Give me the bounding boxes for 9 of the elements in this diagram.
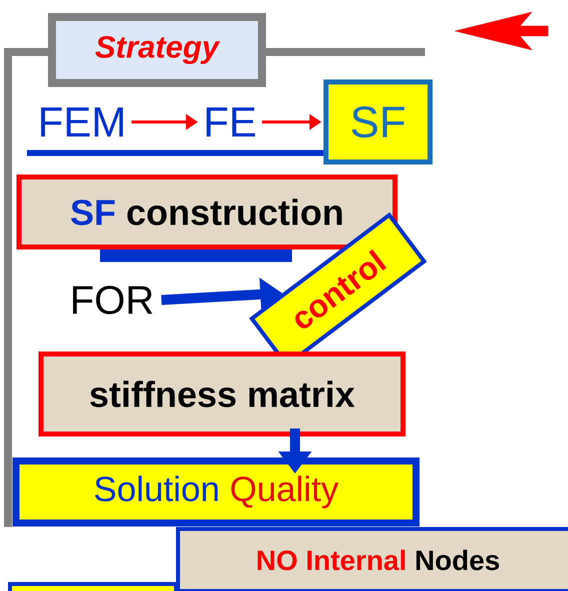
text-label: FOR [73, 286, 152, 314]
text-label: FE [206, 108, 256, 136]
text-label: FEM [41, 108, 123, 136]
process-box: SF construction [16, 174, 398, 250]
note-box: NO Internal Nodes [176, 527, 568, 591]
highlight-box: SF [324, 80, 432, 164]
result-box: Solution Quality [12, 458, 420, 526]
process-box: stiffness matrix [38, 352, 406, 436]
title-box: Strategy [48, 13, 266, 87]
